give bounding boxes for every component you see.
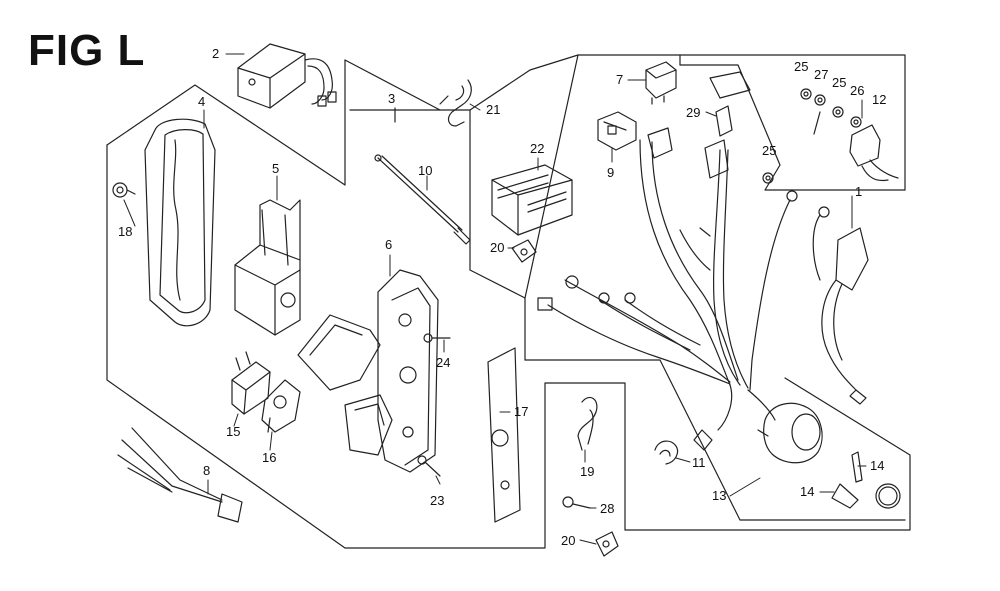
callout-25-b: 25 [832,75,847,90]
part-11-clip [654,440,679,465]
callout-12: 12 [872,92,887,107]
callout-8: 8 [203,463,211,478]
callout-13: 13 [712,488,727,503]
callout-24: 24 [436,355,451,370]
part-16-switch [261,379,301,433]
figure-title: FIG L [28,26,146,75]
callout-2: 2 [212,46,220,61]
part-21-clip [439,79,472,127]
callout-18: 18 [118,224,133,239]
callout-26: 26 [850,83,865,98]
callout-25-a: 25 [794,59,809,74]
callout-9: 9 [607,165,615,180]
callout-22: 22 [530,141,545,156]
callout-5: 5 [272,161,280,176]
callout-16: 16 [262,450,277,465]
part-5-bracket [234,199,301,336]
parts-hardware-nuts [762,88,862,184]
part-6-panel [297,269,439,473]
group-frame-left [106,59,911,549]
callout-6: 6 [385,237,393,252]
part-12-regulator [849,124,899,182]
part-10-rod [374,154,471,245]
callout-28: 28 [600,501,615,516]
part-2-module [237,43,337,109]
part-1-sub-lead [812,206,869,405]
part-9-connector [597,111,637,151]
part-19-tie [577,397,598,451]
part-15-switch [231,351,271,415]
part-17-plate [487,347,521,523]
callout-20-upper: 20 [490,240,505,255]
part-22-box [491,164,573,236]
part-24-screw [423,333,451,343]
part-13-wire-harness [537,127,798,451]
group-frame-top [349,54,579,299]
callout-14-upper: 14 [870,458,885,473]
callout-1: 1 [855,184,863,199]
part-28-screw [562,496,591,509]
part-7-relay [645,61,677,105]
callout-17: 17 [514,404,529,419]
callout-3: 3 [388,91,396,106]
part-8-lead [117,427,243,523]
callout-23: 23 [430,493,445,508]
callout-14-lower: 14 [800,484,815,499]
part-29-fuse-cover [709,71,751,137]
callout-15: 15 [226,424,241,439]
callout-21: 21 [486,102,501,117]
callout-11: 11 [692,455,706,470]
callout-19: 19 [580,464,595,479]
callout-29: 29 [686,105,701,120]
part-4-cover [144,118,216,327]
part-23-screw [417,455,441,477]
callout-10: 10 [418,163,433,178]
callout-4: 4 [198,94,206,109]
part-20-clamp-lower [595,531,619,557]
callout-leaders [123,53,867,545]
callout-20-lower: 20 [561,533,576,548]
group-frame-right [524,54,906,521]
part-14-keys [831,451,901,509]
part-ignition-switch [757,402,823,464]
part-18-grommet [112,182,136,198]
callout-25-c: 25 [762,143,777,158]
part-20-clamp-upper [511,239,537,263]
callout-27: 27 [814,67,829,82]
callout-7: 7 [616,72,624,87]
